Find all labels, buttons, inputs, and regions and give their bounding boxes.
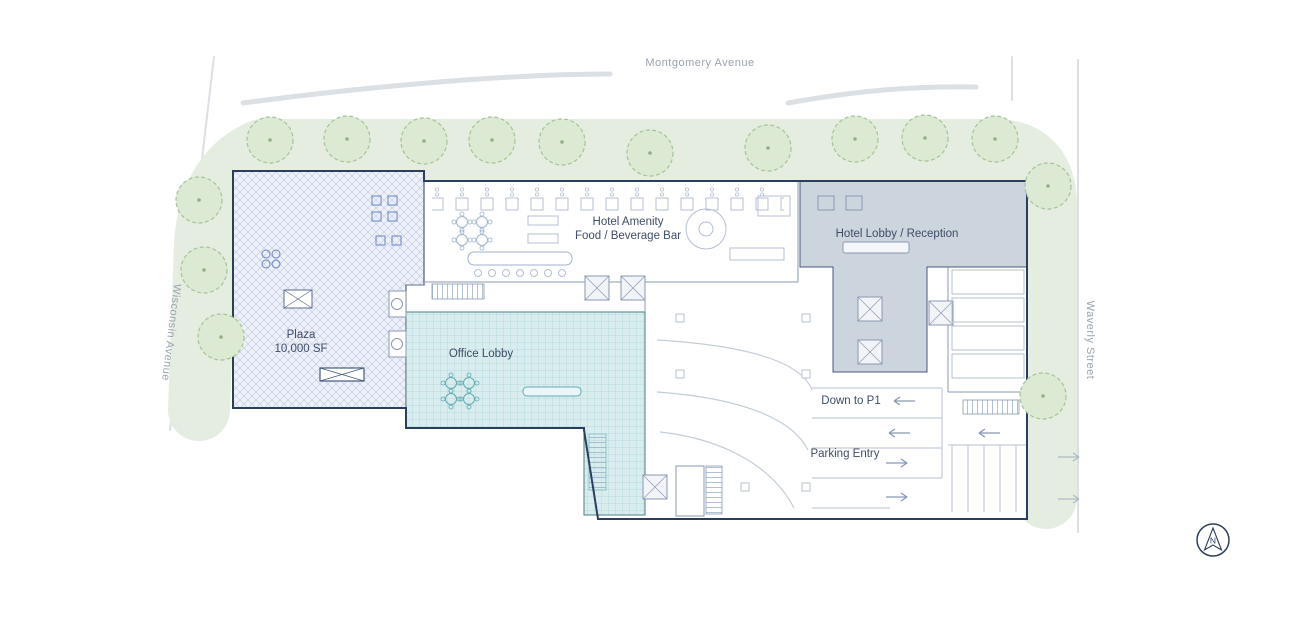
reception-desk (842, 241, 910, 254)
parking-entry-label: Parking Entry (810, 448, 879, 460)
tree-icon (626, 129, 674, 177)
stair-icon (431, 283, 485, 300)
tree-icon (744, 124, 792, 172)
cafe-table-row (432, 187, 784, 211)
elevator-icon (584, 275, 610, 301)
office-lobby-area (405, 311, 646, 516)
tree-icon (197, 313, 245, 361)
tree-icon (1019, 372, 1067, 420)
hotel-lobby-furniture (817, 195, 954, 365)
stair-icon (705, 465, 723, 515)
lobby-desk (522, 386, 582, 397)
tree-icon (468, 116, 516, 164)
hotel-amenity-label-line1: Hotel Amenity (593, 216, 664, 228)
building-outline (232, 170, 1028, 520)
elevator-icon (620, 275, 646, 301)
bar-counter (467, 251, 573, 266)
plaza-decor (261, 195, 402, 382)
north-compass: N (1196, 523, 1230, 557)
street-label-waverly: Waverly Street (1084, 301, 1096, 380)
plaza-label: Plaza (287, 329, 316, 341)
elevator-icon (928, 300, 954, 326)
planter-icon (685, 208, 727, 250)
plaza-size-label: 10,000 SF (274, 343, 327, 355)
hotel-amenity-label-line2: Food / Beverage Bar (575, 230, 681, 242)
stair-icon (962, 399, 1020, 415)
hotel-amenity-furniture (432, 187, 791, 277)
elevator-icon (642, 474, 668, 500)
tree-icon (901, 114, 949, 162)
street-label-montgomery: Montgomery Avenue (645, 57, 754, 69)
tree-icon (323, 115, 371, 163)
tree-icon (538, 118, 586, 166)
tree-icon (175, 176, 223, 224)
compass-n-label: N (1210, 536, 1216, 546)
entry-vestibule (388, 290, 407, 318)
revolving-door-icon (391, 298, 403, 310)
tree-icon (1024, 162, 1072, 210)
core-elements (431, 275, 646, 301)
hotel-lobby-label: Hotel Lobby / Reception (836, 228, 959, 240)
down-to-p1-label: Down to P1 (821, 395, 880, 407)
north-arrow-icon (1203, 526, 1223, 552)
tree-icon (831, 115, 879, 163)
parking-zone (642, 269, 1080, 517)
tree-icon (246, 116, 294, 164)
elevator-icon (857, 339, 883, 365)
tree-icon (180, 246, 228, 294)
tree-icon (400, 117, 448, 165)
interior-walls (406, 181, 1027, 393)
entry-vestibule (388, 330, 407, 358)
office-lobby-label: Office Lobby (449, 348, 514, 360)
office-lobby-furniture (388, 290, 607, 491)
revolving-door-icon (391, 338, 403, 350)
tree-icon (971, 115, 1019, 163)
elevator-icon (857, 296, 883, 322)
